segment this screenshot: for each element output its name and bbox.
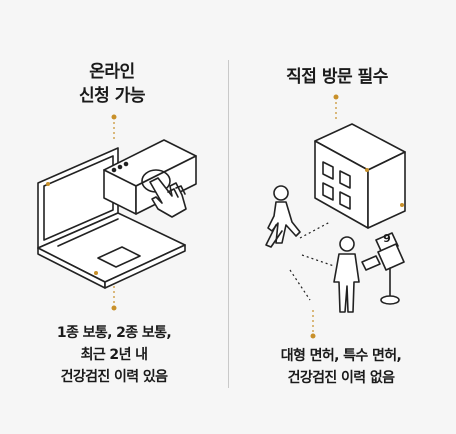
left-title-line1: 온라인 <box>89 62 135 82</box>
center-divider <box>228 60 229 388</box>
right-title-text: 직접 방문 필수 <box>286 67 388 87</box>
path-to-kiosk <box>301 254 335 267</box>
building-icon <box>314 123 406 229</box>
building-accent-dot <box>365 168 369 172</box>
right-caption-line2: 건강검진 이력 없음 <box>287 370 395 386</box>
path-floor <box>289 269 311 301</box>
left-title-line2: 신청 가능 <box>79 86 145 106</box>
standing-person-icon <box>333 236 360 313</box>
left-caption-line2: 최근 2년 내 <box>80 347 148 363</box>
laptop-accent-dot-1 <box>46 182 50 186</box>
left-caption-line3: 건강검진 이력 있음 <box>60 369 168 385</box>
left-caption-line1: 1종 보통, 2종 보통, <box>56 325 172 341</box>
right-caption-line1: 대형 면허, 특수 면허, <box>280 348 402 364</box>
left-caption: 1종 보통, 2종 보통, 최근 2년 내 건강검진 이력 있음 <box>24 322 204 388</box>
right-connector-bottom <box>310 310 316 339</box>
kiosk-number: 9 <box>383 232 391 245</box>
kiosk-icon <box>361 232 405 305</box>
path-to-building <box>299 221 331 239</box>
walking-person-icon <box>265 185 301 248</box>
right-connector-top <box>333 94 339 120</box>
laptop-hand-click-icon <box>37 139 197 289</box>
right-caption: 대형 면허, 특수 면허, 건강검진 이력 없음 <box>246 345 436 389</box>
building-accent-dot-2 <box>400 203 404 207</box>
laptop-accent-dot-2 <box>94 271 98 275</box>
left-title: 온라인 신청 가능 <box>42 60 182 108</box>
left-connector-bottom <box>111 286 117 311</box>
right-title: 직접 방문 필수 <box>262 65 412 89</box>
left-connector-top <box>111 114 117 140</box>
